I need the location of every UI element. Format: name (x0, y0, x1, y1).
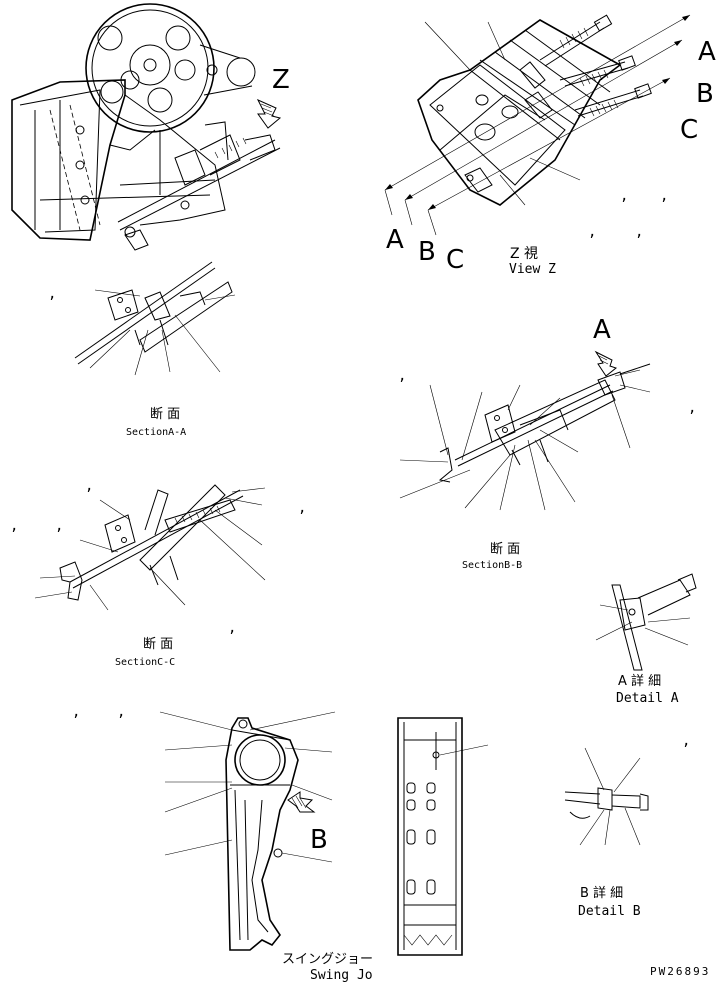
detail-b-drawing (564, 747, 649, 846)
section-c-c-drawing (34, 484, 266, 611)
section-c-jp: 断 面 (143, 637, 173, 652)
z-marker: Z (272, 65, 290, 95)
comma-mark: , (688, 400, 696, 416)
dim-a-label: A (386, 225, 404, 255)
dim-b2-label: B (696, 79, 714, 109)
comma-marks: , , , , , , , , , , , , , , , (10, 188, 696, 749)
section-a-a-drawing (74, 261, 236, 376)
dim-c-label: C (446, 245, 464, 275)
section-c-en: SectionC-C (115, 657, 175, 668)
swing-jaw-en: Swing Jo (310, 968, 373, 982)
view-z-drawing (384, 14, 691, 236)
detail-b-jp: B 詳 細 (580, 885, 623, 901)
comma-mark: , (635, 224, 643, 240)
dim-c2-label: C (680, 115, 698, 145)
swing-jaw-jp: スイングジョー (282, 952, 373, 967)
section-b-en: SectionB-B (462, 560, 522, 571)
swing-jaw-drawing (159, 711, 336, 951)
comma-mark: , (48, 286, 56, 302)
detail-a-en: Detail A (616, 691, 679, 706)
section-b-b-drawing (399, 350, 651, 511)
comma-mark: , (620, 188, 628, 204)
comma-mark: , (117, 704, 125, 720)
dim-b-label: B (418, 237, 436, 267)
comma-mark: , (72, 704, 80, 720)
detail-b-en: Detail B (578, 904, 641, 919)
section-b-jp: 断 面 (490, 542, 520, 557)
detail-a-jp: A 詳 細 (618, 673, 661, 689)
drawing-number: PW26893 (650, 965, 710, 978)
arrow-b-label: B (310, 825, 328, 855)
arrow-a-label: A (593, 315, 611, 345)
comma-mark: , (660, 188, 668, 204)
comma-mark: , (85, 478, 93, 494)
comma-mark: , (10, 518, 18, 534)
detail-a-drawing (595, 573, 697, 671)
comma-mark: , (55, 518, 63, 534)
comma-mark: , (398, 368, 406, 384)
comma-mark: , (682, 733, 690, 749)
section-a-jp: 断 面 (150, 407, 180, 422)
dim-a2-label: A (698, 37, 716, 67)
comma-mark: , (228, 620, 236, 636)
view-z-en: View Z (509, 262, 556, 277)
crusher-overview (11, 3, 282, 251)
swing-jaw-front-drawing (397, 717, 489, 956)
view-z-jp: Z 視 (510, 246, 538, 262)
comma-mark: , (588, 224, 596, 240)
comma-mark: , (298, 500, 306, 516)
section-a-en: SectionA-A (126, 427, 186, 438)
